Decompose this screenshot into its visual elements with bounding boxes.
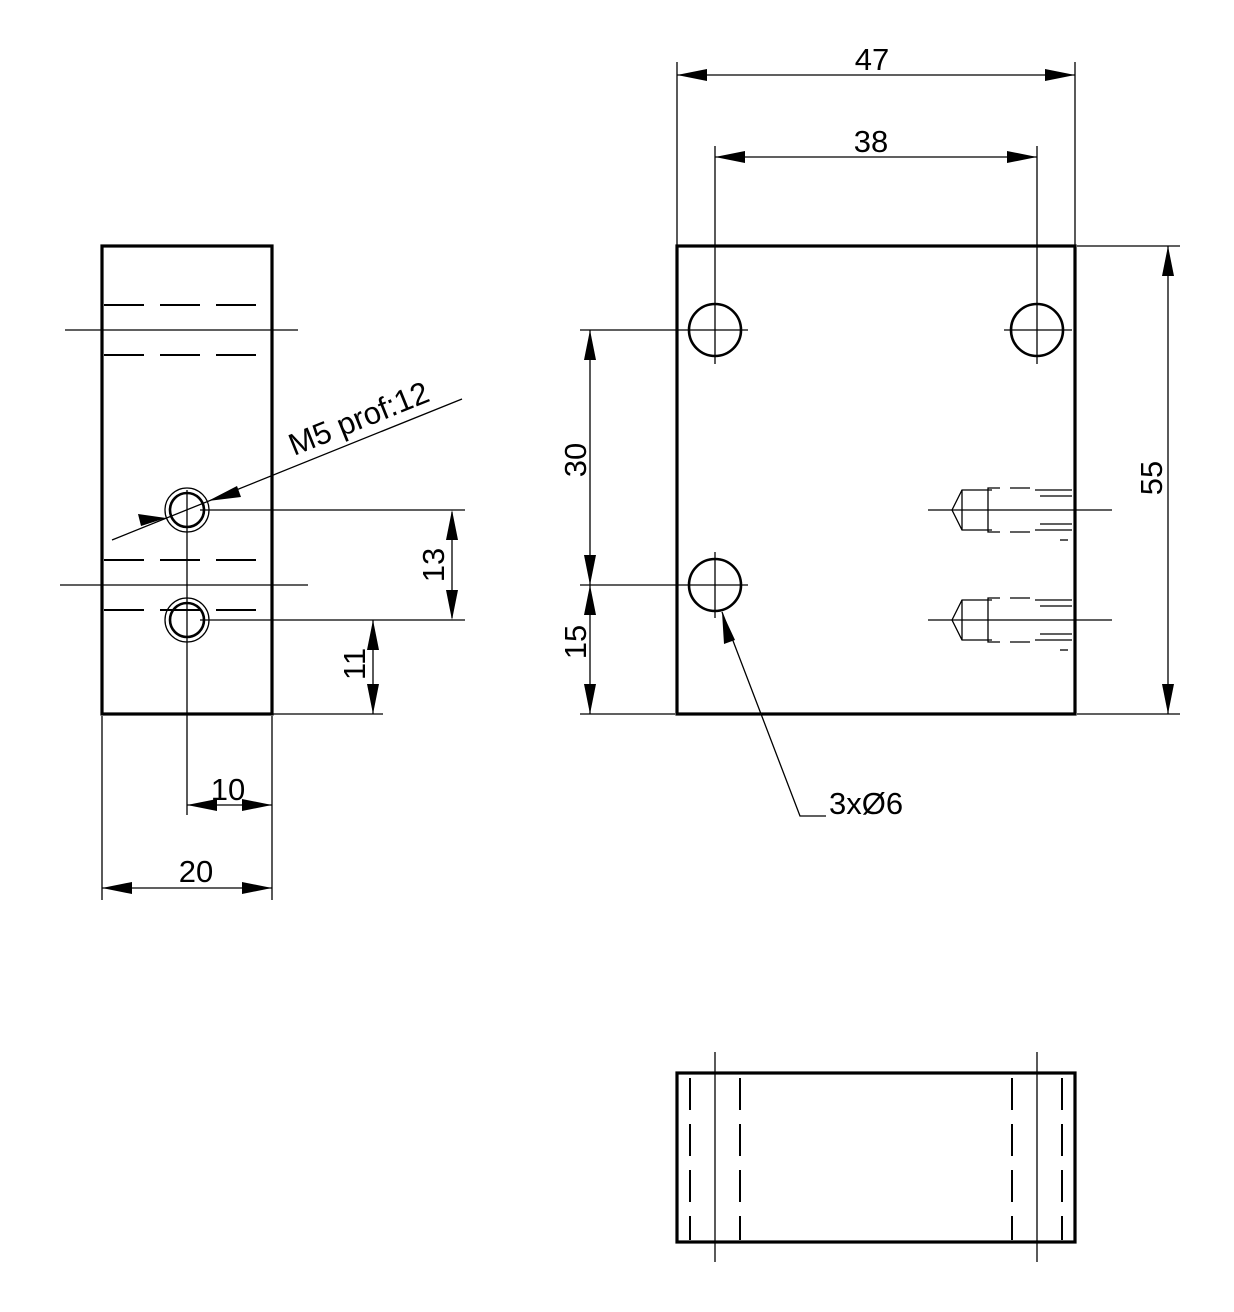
leader-line [111, 398, 463, 541]
dimension-arrow [446, 510, 458, 540]
leader-arrow [138, 514, 166, 526]
dimension-arrow [584, 555, 596, 585]
dimension-11-label: 11 [337, 648, 372, 680]
dimension-15-label: 15 [558, 625, 593, 659]
hidden-tapped-hole [928, 597, 1112, 651]
top-view-outline [675, 1071, 1077, 1244]
dimension-arrow [367, 620, 379, 650]
hidden-thread [987, 597, 1000, 643]
dimension-arrow [584, 684, 596, 714]
dimension-arrow [677, 69, 707, 81]
leader-line [721, 611, 826, 817]
top-view [675, 1052, 1077, 1262]
dimension-47-label: 47 [855, 42, 889, 77]
leader-arrow [208, 486, 241, 501]
dimension-arrow [584, 330, 596, 360]
dimension-30-label: 30 [558, 443, 593, 477]
dimension-20-label: 20 [179, 854, 213, 889]
dimension-arrow [1007, 151, 1037, 163]
dimension-arrow [242, 799, 272, 811]
dimension-arrow [584, 585, 596, 615]
dimension-38-label: 38 [854, 124, 888, 159]
dimension-arrow [187, 799, 217, 811]
leader-arrow [722, 612, 735, 644]
dimension-arrow [102, 882, 132, 894]
dimension-arrow [1162, 246, 1174, 276]
front-view: 47 38 55 30 15 3xØ6 [558, 42, 1180, 821]
hidden-thread [987, 487, 1000, 533]
dimension-13-label: 13 [416, 548, 451, 582]
hidden-drill-tip [951, 489, 992, 531]
dimension-arrow [1162, 684, 1174, 714]
hidden-tapped-hole [928, 487, 1112, 541]
dimension-arrow [715, 151, 745, 163]
hidden-drill-tip [951, 599, 992, 641]
dimension-arrow [367, 684, 379, 714]
dimension-arrow [446, 590, 458, 620]
dimension-10-label: 10 [211, 772, 245, 807]
hole-callout-label: 3xØ6 [829, 786, 903, 821]
thread-callout-label: M5 prof:12 [284, 375, 435, 463]
dimension-arrow [242, 882, 272, 894]
side-view: 13 11 10 20 M5 prof:12 [60, 244, 465, 900]
dimension-arrow [1045, 69, 1075, 81]
dimension-55-label: 55 [1134, 461, 1169, 495]
front-view-outline [675, 244, 1077, 716]
